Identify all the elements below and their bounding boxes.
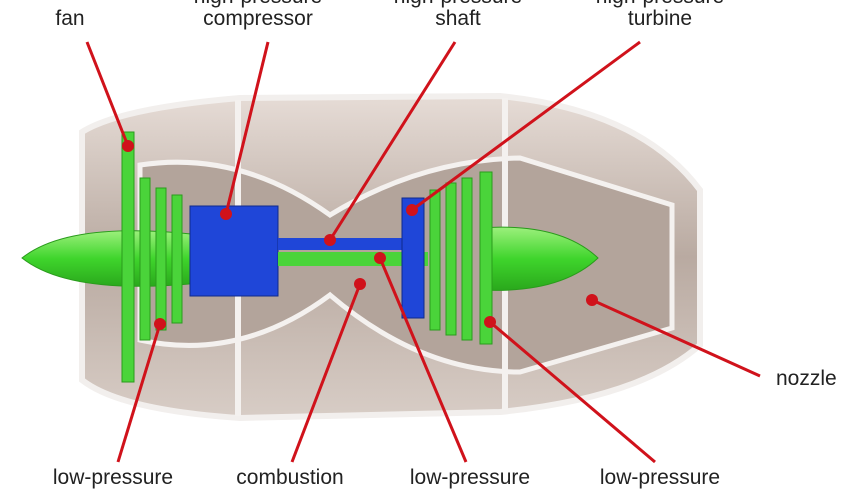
lp-turbine-dot bbox=[484, 316, 496, 328]
fan-blades bbox=[121, 131, 183, 383]
fan-dot bbox=[122, 140, 134, 152]
nozzle-leader bbox=[591, 298, 761, 378]
hp-shaft bbox=[278, 238, 408, 250]
lp-compressor-dot bbox=[154, 318, 166, 330]
hp-compressor-blades bbox=[189, 205, 279, 297]
leader-lines bbox=[85, 40, 761, 464]
lp-shaft bbox=[278, 252, 428, 266]
label-lp-turbine: low-pressure bbox=[599, 466, 721, 489]
label-hp-compressor: high-pressure compressor bbox=[194, 0, 322, 30]
hp-shaft-leader bbox=[328, 41, 457, 241]
leader-dots bbox=[122, 140, 598, 330]
label-hp-shaft: high-pressure shaft bbox=[394, 0, 522, 30]
hp-turbine-leader bbox=[411, 40, 641, 212]
tail-cone bbox=[479, 226, 599, 291]
combustion-dot bbox=[354, 278, 366, 290]
hp-compressor-leader bbox=[224, 41, 270, 215]
label-fan: fan bbox=[55, 7, 85, 30]
label-lp-shaft: low-pressure bbox=[409, 466, 531, 489]
lp-compressor-leader bbox=[116, 323, 162, 463]
hp-turbine-blades bbox=[401, 197, 425, 319]
label-combustion: combustion bbox=[236, 466, 344, 489]
label-lp-compressor: low-pressure bbox=[52, 466, 174, 489]
lp-turbine-leader bbox=[489, 320, 656, 464]
label-nozzle: nozzle bbox=[776, 367, 837, 390]
nozzle-dot bbox=[586, 294, 598, 306]
lp-shaft-dot bbox=[374, 252, 386, 264]
fan-leader bbox=[85, 41, 130, 147]
lp-turbine-blades bbox=[429, 171, 493, 345]
hp-turbine-dot bbox=[406, 204, 418, 216]
hp-shaft-dot bbox=[324, 234, 336, 246]
label-hp-turbine: high-pressure turbine bbox=[596, 0, 724, 30]
hp-compressor-dot bbox=[220, 208, 232, 220]
lp-shaft-leader bbox=[378, 257, 468, 463]
combustion-leader bbox=[290, 283, 362, 463]
